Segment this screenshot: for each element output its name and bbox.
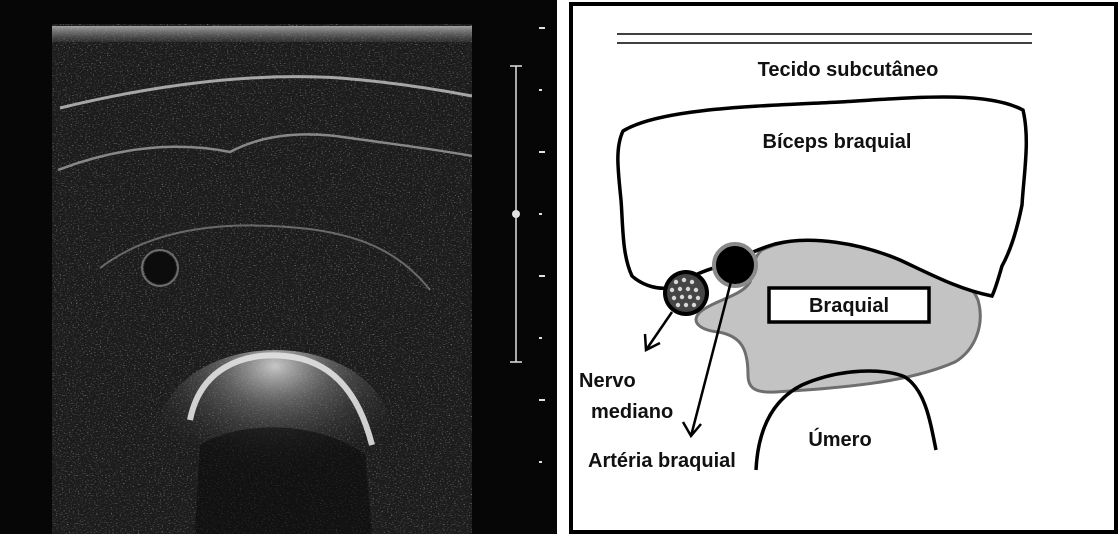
diagram-panel: Tecido subcutâneo Bíceps braquial Braqui…: [571, 4, 1116, 532]
label-tecido-subcutaneo: Tecido subcutâneo: [758, 59, 939, 81]
label-umero: Úmero: [808, 427, 871, 451]
label-braquial: Braquial: [809, 295, 889, 317]
label-arteria-braquial: Artéria braquial: [588, 450, 736, 472]
brachial-artery: [714, 244, 756, 286]
median-nerve: [663, 270, 709, 316]
ultrasound-panel: [0, 0, 557, 534]
ultrasound-image: [52, 24, 472, 534]
label-nervo: Nervo: [579, 370, 636, 392]
label-mediano: mediano: [591, 401, 673, 423]
label-biceps-braquial: Bíceps braquial: [763, 131, 912, 153]
